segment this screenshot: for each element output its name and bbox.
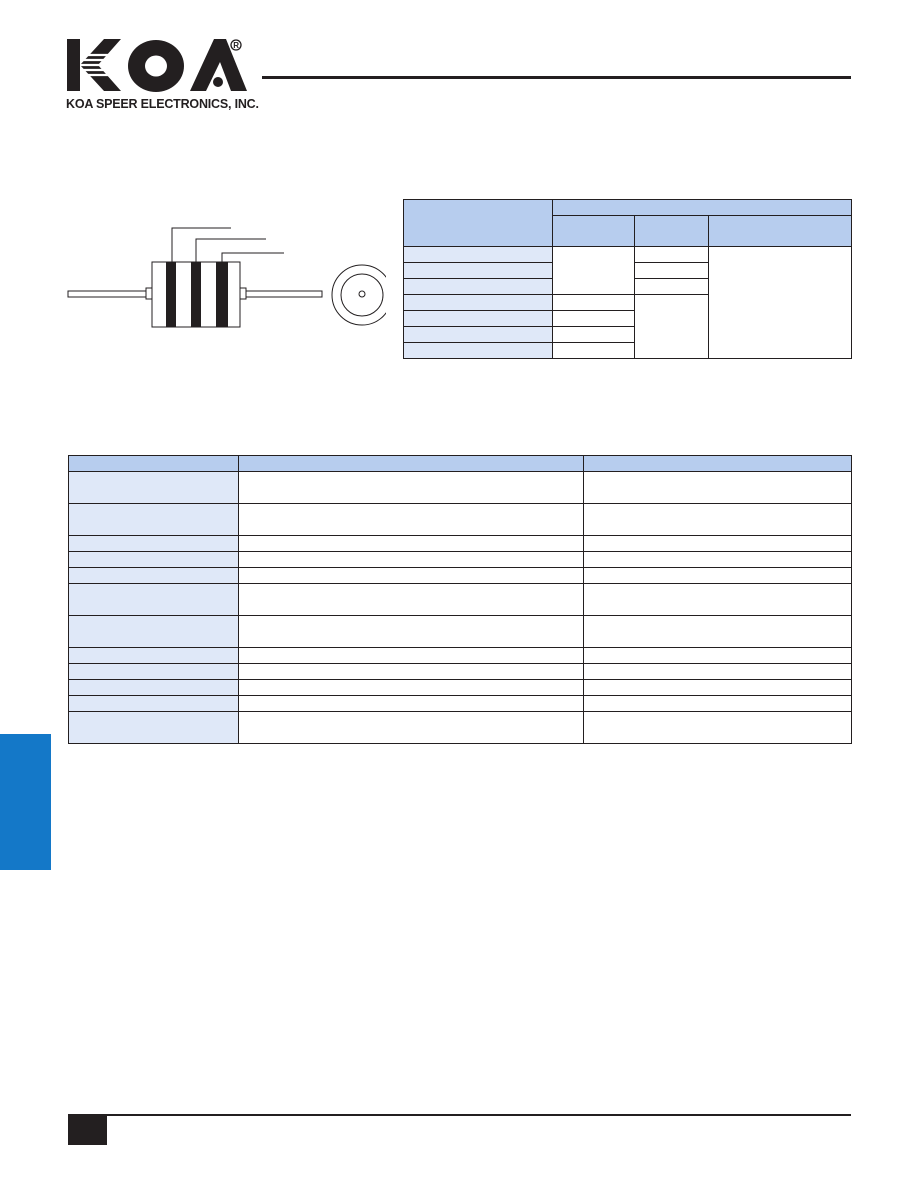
table-cell (552, 246, 635, 295)
type-label-cell (403, 326, 553, 343)
table-cell (583, 567, 852, 584)
table-cell (583, 551, 852, 568)
table-cell (238, 647, 584, 664)
table-cell (634, 294, 709, 359)
koa-logo-icon: R KOA SPEER ELECTRONICS, INC. (66, 38, 259, 118)
parameter-cell (68, 663, 239, 680)
type-label-cell (403, 310, 553, 327)
table-cell (238, 615, 584, 648)
table-row (68, 551, 852, 568)
footer-rule (68, 1114, 851, 1116)
table-row (68, 647, 852, 664)
table-cell (583, 711, 852, 744)
table-row (403, 326, 852, 343)
table-row (403, 198, 853, 247)
type-header-cell (403, 199, 553, 247)
type-label-cell (403, 342, 553, 359)
resistor-diagram-icon (66, 215, 393, 340)
header-cell (583, 455, 852, 472)
parameter-cell (68, 647, 239, 664)
table-cell (583, 663, 852, 680)
parameter-cell (68, 615, 239, 648)
table-row (68, 663, 852, 680)
table-cell (583, 615, 852, 648)
dimensions-table (403, 198, 853, 359)
table-cell (583, 535, 852, 552)
parameter-cell (68, 535, 239, 552)
table-cell (238, 567, 584, 584)
table-row (68, 679, 852, 696)
table-row (68, 471, 852, 504)
type-label-cell (403, 278, 553, 295)
table-cell (238, 535, 584, 552)
specifications-table (68, 455, 852, 744)
section-side-tab (0, 734, 51, 870)
table-cell (238, 503, 584, 536)
parameter-cell (68, 503, 239, 536)
table-row (403, 246, 853, 359)
table-cell (552, 326, 635, 343)
table-cell (583, 679, 852, 696)
table-row (403, 342, 852, 359)
table-cell (238, 695, 584, 712)
parameter-cell (68, 711, 239, 744)
table-row (403, 294, 852, 359)
table-row (68, 583, 852, 616)
header-rule (262, 76, 851, 79)
table-row (68, 695, 852, 712)
table-cell (583, 647, 852, 664)
table-cell (552, 310, 635, 327)
table-cell (238, 663, 584, 680)
table-row (68, 615, 852, 648)
table-cell (238, 471, 584, 504)
table-cell (552, 294, 635, 311)
dimension-column-header (634, 215, 709, 247)
table-cell (583, 503, 852, 536)
table-row (68, 567, 852, 584)
table-cell (634, 246, 709, 263)
parameter-cell (68, 567, 239, 584)
table-row (403, 278, 852, 295)
dimension-column-header (707, 215, 853, 247)
type-label-cell (403, 246, 553, 263)
type-label-cell (403, 262, 553, 279)
table-cell (634, 278, 709, 295)
company-name: KOA SPEER ELECTRONICS, INC. (66, 97, 259, 111)
table-cell (583, 471, 852, 504)
table-cell (238, 679, 584, 696)
table-row (68, 535, 852, 552)
table-cell (634, 262, 709, 279)
table-cell (238, 583, 584, 616)
parameter-cell (68, 551, 239, 568)
table-row (68, 455, 852, 472)
table-row (68, 711, 852, 744)
parameter-cell (68, 583, 239, 616)
table-cell (583, 695, 852, 712)
parameter-cell (68, 471, 239, 504)
type-label-cell (403, 294, 553, 311)
table-row (403, 310, 852, 327)
table-cell (583, 583, 852, 616)
table-cell (552, 342, 635, 359)
page-number-box (68, 1116, 107, 1145)
header-cell (68, 455, 239, 472)
header-cell (238, 455, 584, 472)
parameter-cell (68, 679, 239, 696)
table-row (68, 503, 852, 536)
parameter-cell (68, 695, 239, 712)
table-cell (238, 711, 584, 744)
table-cell (707, 246, 853, 359)
svg-text:R: R (233, 41, 239, 50)
dimension-column-header (552, 215, 635, 247)
dimensions-header-cell (551, 198, 853, 217)
table-cell (238, 551, 584, 568)
